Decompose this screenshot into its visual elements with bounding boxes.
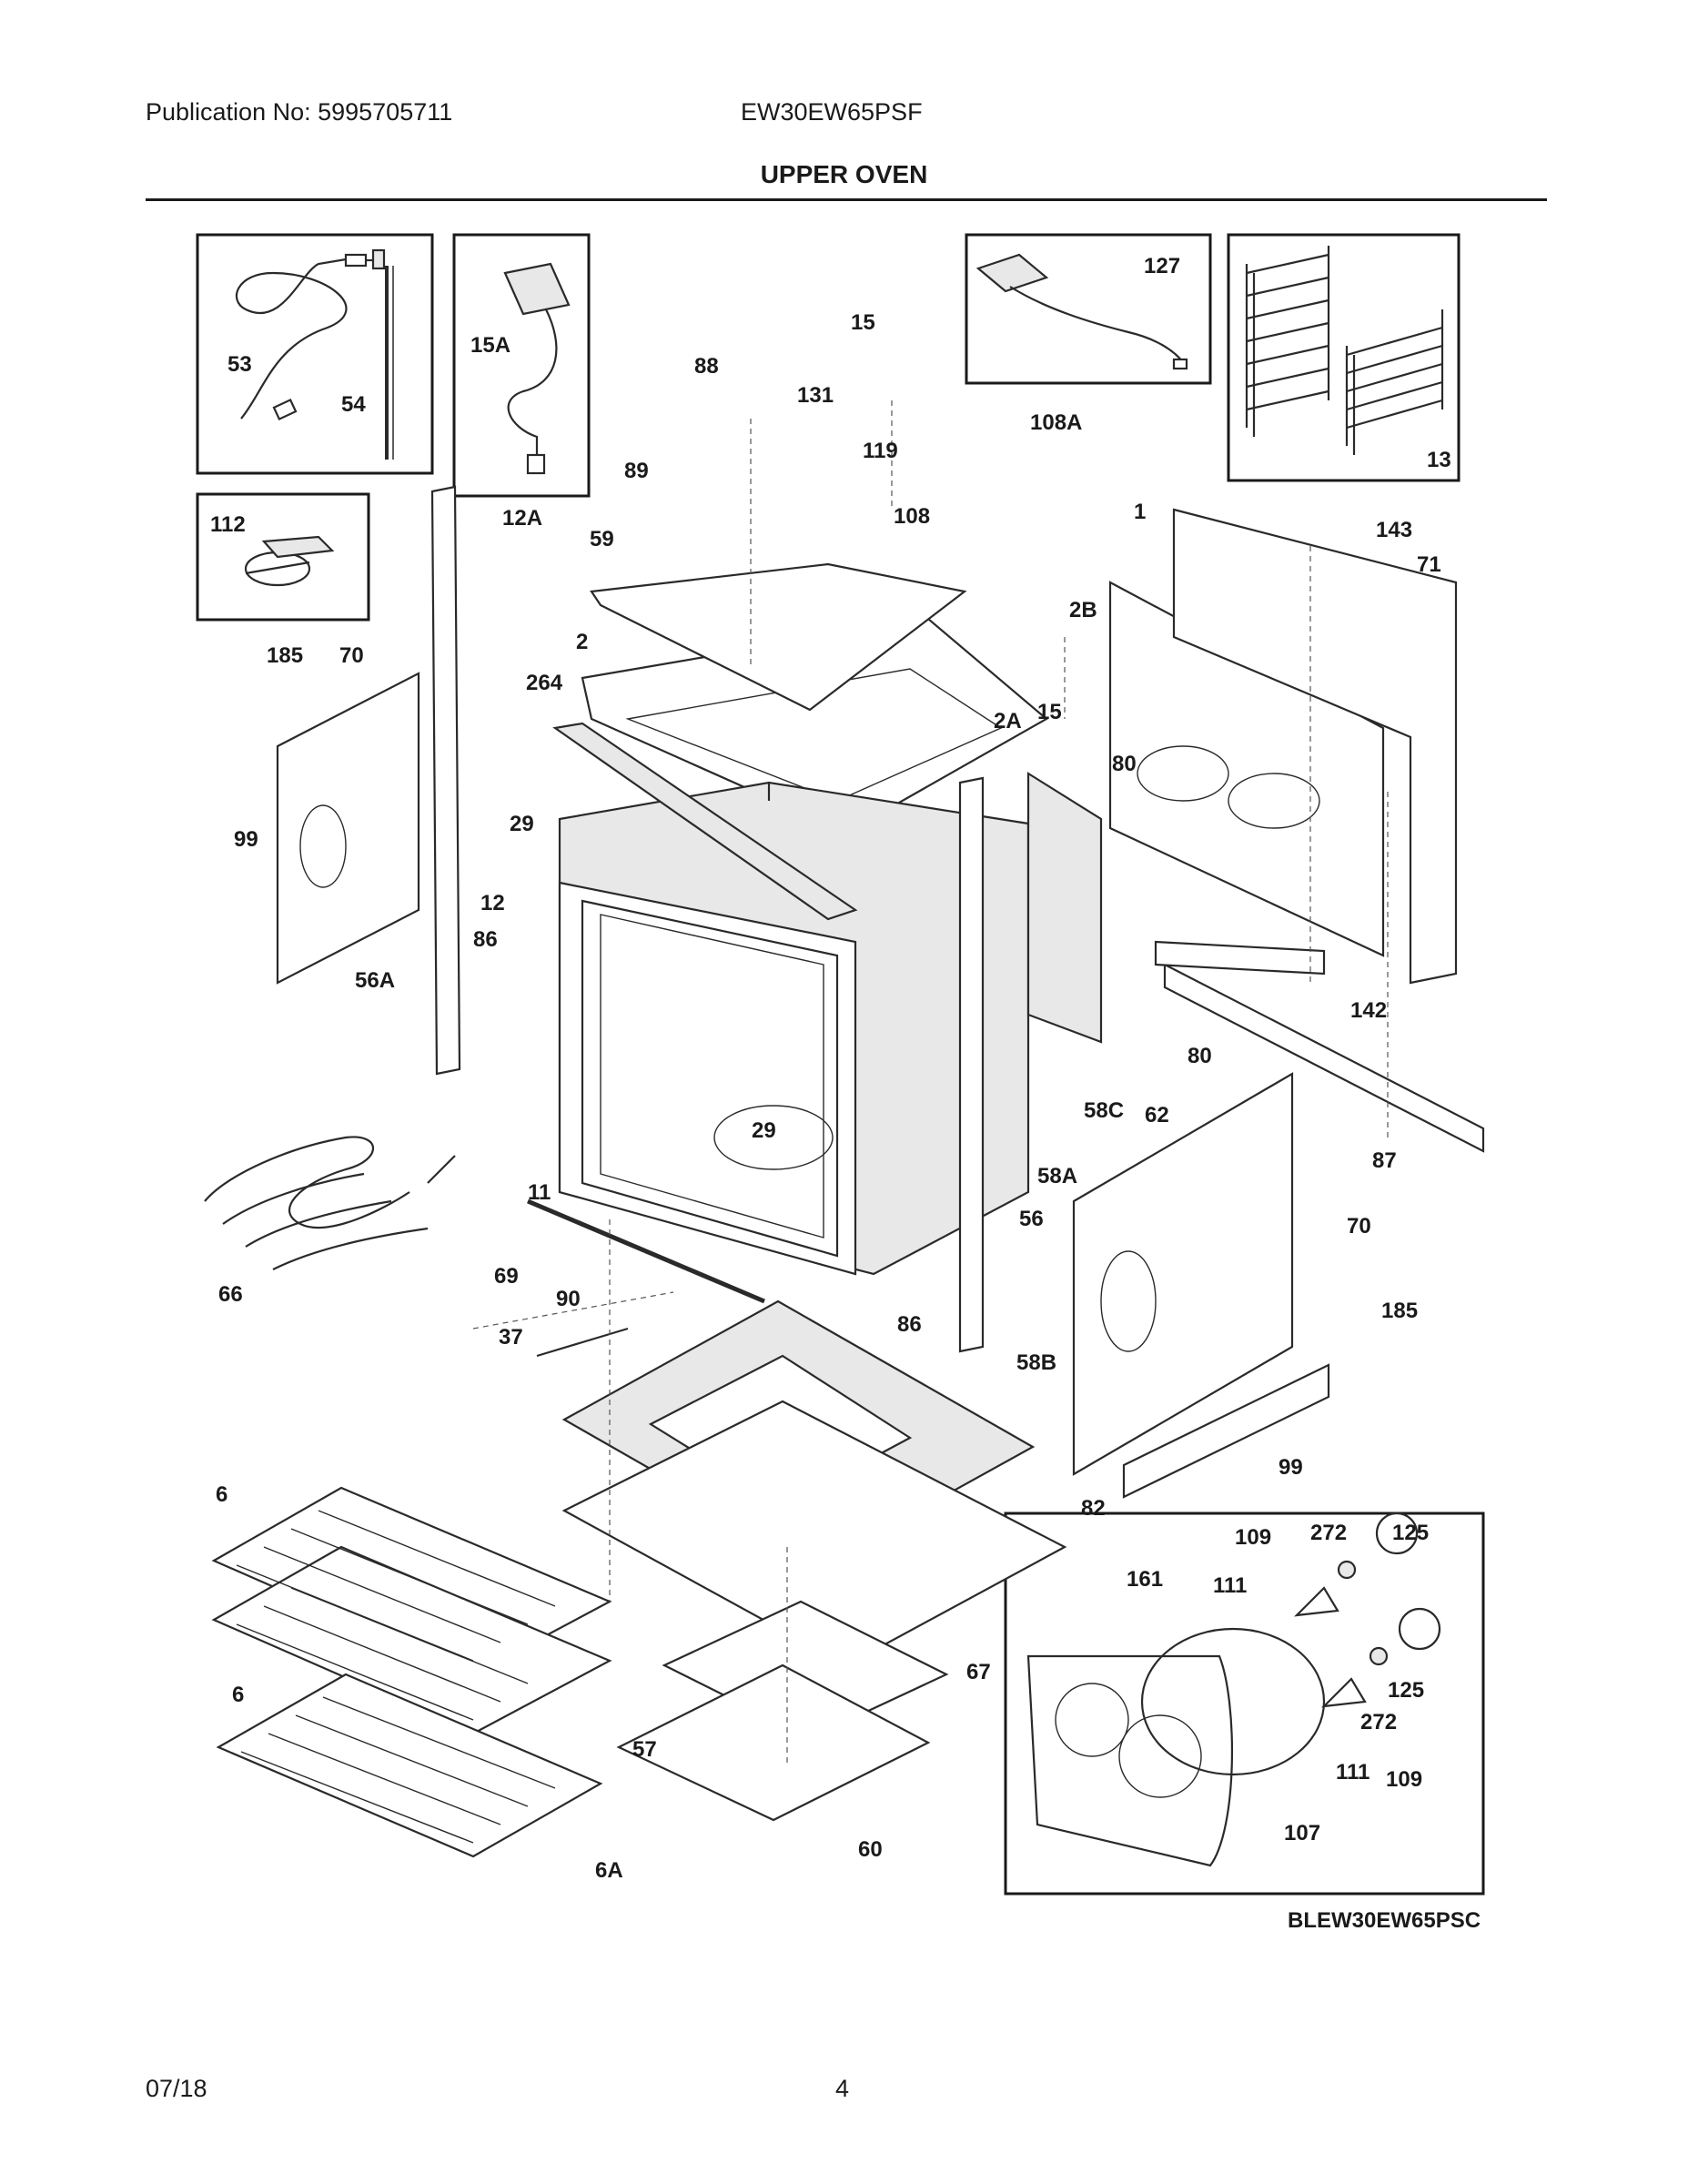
inset-box-harness — [965, 233, 1212, 385]
callout-119: 119 — [863, 439, 898, 463]
callout-56: 56 — [1019, 1207, 1044, 1231]
inset-box-rack-supports — [1227, 233, 1461, 482]
callout-29-mid: 29 — [752, 1118, 776, 1143]
callout-108: 108 — [894, 504, 930, 529]
callout-15-mid: 15 — [1037, 700, 1062, 724]
callout-6-top: 6 — [216, 1482, 227, 1507]
oven-cavity-assembly — [204, 485, 1485, 1858]
callout-54: 54 — [341, 392, 366, 417]
callout-87: 87 — [1372, 1148, 1397, 1173]
callout-90: 90 — [556, 1287, 581, 1311]
callout-125-bottom: 125 — [1388, 1678, 1424, 1703]
harness-127-part — [975, 253, 1188, 370]
callout-57: 57 — [632, 1737, 657, 1762]
callout-272-bottom: 272 — [1360, 1710, 1397, 1734]
callout-185-left: 185 — [267, 643, 303, 668]
footer-date: 07/18 — [146, 2075, 207, 2102]
callout-143: 143 — [1376, 518, 1412, 542]
inset-box-thermostat — [196, 492, 370, 622]
callout-1: 1 — [1134, 500, 1146, 524]
callout-70-left: 70 — [339, 643, 364, 668]
callout-89: 89 — [624, 459, 649, 483]
callout-labels: 53 54 15A 15 88 131 127 108A 13 119 89 1… — [210, 254, 1451, 1883]
callout-125-top: 125 — [1392, 1521, 1429, 1545]
callout-2a: 2A — [994, 709, 1022, 733]
callout-53: 53 — [227, 352, 252, 377]
callout-185-right: 185 — [1381, 1299, 1418, 1323]
diagram-code: BLEW30EW65PSC — [1288, 1908, 1481, 1933]
callout-109-top: 109 — [1235, 1525, 1271, 1550]
callout-66: 66 — [218, 1282, 243, 1307]
convection-fan-assembly — [1026, 1512, 1441, 1867]
inset-box-convection — [1004, 1512, 1485, 1896]
callout-56a: 56A — [355, 968, 395, 993]
callout-108a: 108A — [1030, 410, 1082, 435]
callout-109-bottom: 109 — [1386, 1767, 1422, 1792]
callout-80-bottom: 80 — [1188, 1044, 1212, 1068]
callout-15-top: 15 — [851, 310, 875, 335]
callout-107: 107 — [1284, 1821, 1320, 1845]
callout-264: 264 — [526, 671, 563, 695]
page-number: 4 — [835, 2075, 850, 2102]
callout-112: 112 — [210, 512, 246, 537]
callout-58c: 58C — [1084, 1098, 1124, 1123]
callout-6a: 6A — [595, 1858, 623, 1883]
callout-29-top: 29 — [510, 812, 534, 836]
callout-127: 127 — [1144, 254, 1180, 278]
callout-11: 11 — [528, 1180, 551, 1205]
callout-60: 60 — [858, 1837, 883, 1862]
callout-2: 2 — [576, 630, 588, 654]
inset-box-probe — [196, 233, 434, 475]
callout-6-bottom: 6 — [232, 1683, 244, 1707]
callout-86-left: 86 — [473, 927, 498, 952]
callout-99-left: 99 — [234, 827, 258, 852]
callout-161: 161 — [1127, 1567, 1163, 1592]
header-divider — [146, 198, 1547, 201]
callout-12a: 12A — [502, 506, 542, 531]
callout-15a: 15A — [470, 333, 510, 358]
callout-67: 67 — [966, 1660, 991, 1684]
thermostat-112-part — [244, 535, 335, 587]
inset-box-wiring — [452, 233, 591, 498]
rack-supports-part — [1245, 246, 1444, 455]
assembly-leader-lines — [472, 400, 1389, 1765]
callout-59: 59 — [590, 527, 614, 551]
callout-142: 142 — [1350, 998, 1387, 1023]
callout-37: 37 — [499, 1325, 523, 1350]
callout-58b: 58B — [1016, 1350, 1056, 1375]
callout-86-right: 86 — [897, 1312, 922, 1337]
callout-111-top: 111 — [1213, 1573, 1247, 1598]
callout-69: 69 — [494, 1264, 519, 1289]
callout-58a: 58A — [1037, 1164, 1077, 1188]
callout-13: 13 — [1427, 448, 1451, 472]
callout-88: 88 — [694, 354, 719, 379]
callout-272-top: 272 — [1310, 1521, 1347, 1545]
callout-99-right: 99 — [1279, 1455, 1303, 1480]
meat-probe-part — [236, 248, 394, 460]
publication-number: Publication No: 5995705711 — [146, 98, 453, 126]
callout-2b: 2B — [1069, 598, 1097, 622]
callout-62: 62 — [1145, 1103, 1169, 1127]
callout-71: 71 — [1417, 552, 1441, 577]
callout-12: 12 — [480, 891, 505, 915]
callout-80-top: 80 — [1112, 752, 1137, 776]
callout-82: 82 — [1081, 1496, 1106, 1521]
model-number: EW30EW65PSF — [741, 98, 923, 126]
page-title: UPPER OVEN — [760, 160, 928, 188]
wiring-15a-part — [503, 262, 571, 475]
callout-131: 131 — [797, 383, 834, 408]
callout-70-right: 70 — [1347, 1214, 1371, 1239]
callout-111-bottom: 111 — [1336, 1760, 1370, 1785]
